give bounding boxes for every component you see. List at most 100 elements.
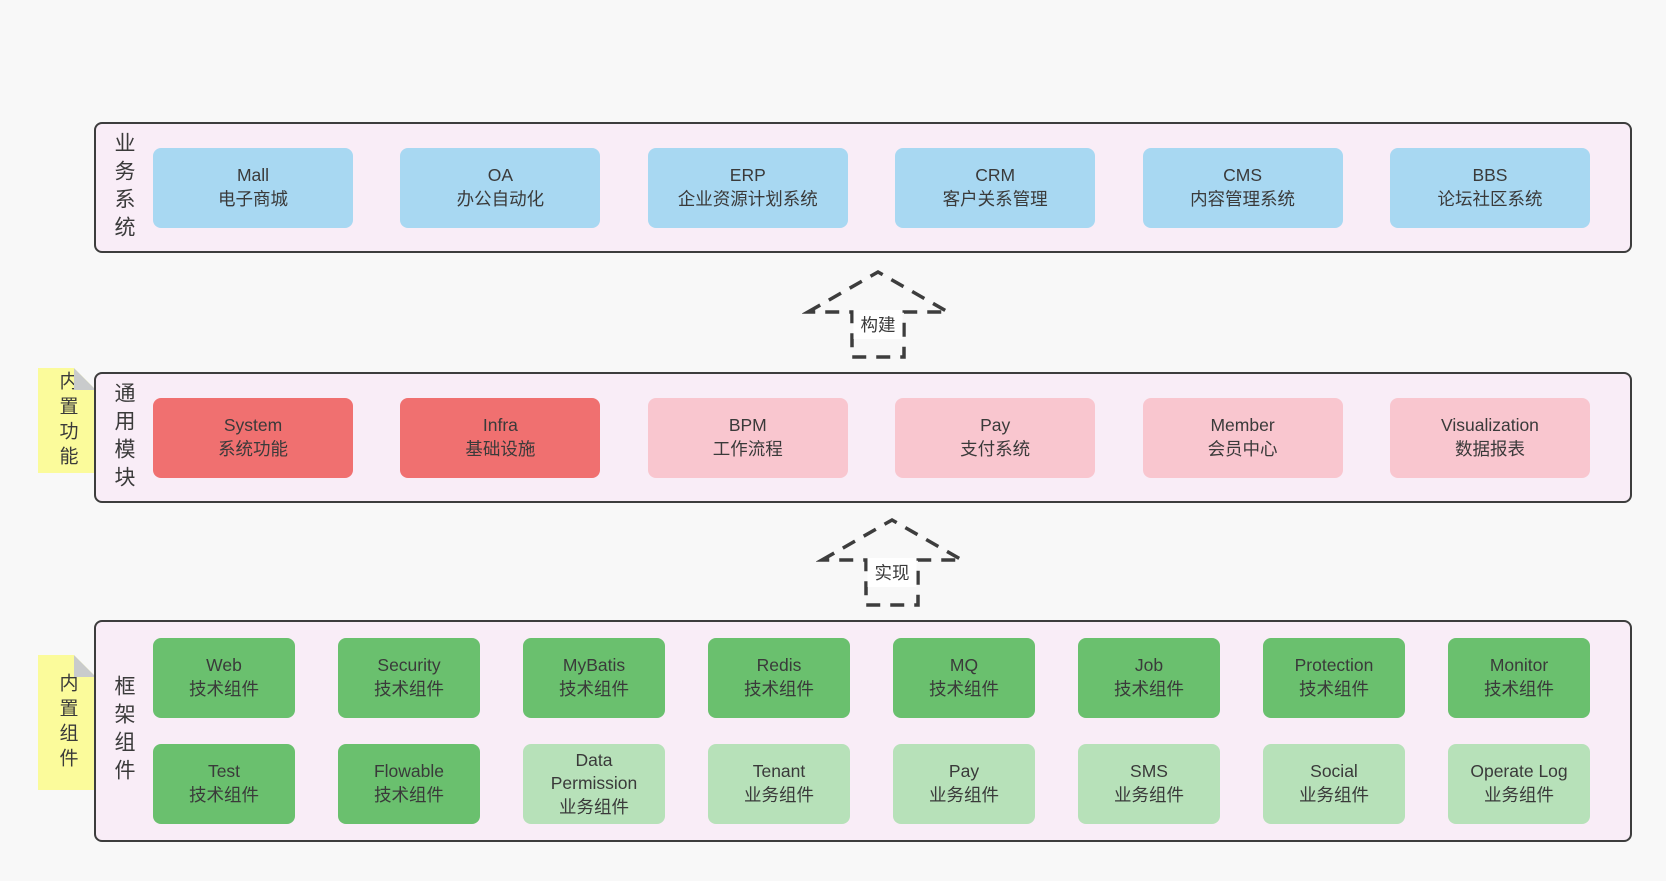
panel-business-systems: 业务系统 Mall 电子商城 OA 办公自动化 ERP 企业资源计划系统 CRM 客户关系管理… — [94, 122, 1632, 253]
box-subtitle: 技术组件 — [189, 785, 259, 805]
up-arrow-icon — [816, 517, 968, 607]
arrow-implement: 实现 — [816, 516, 968, 608]
box-title: Security — [377, 655, 441, 676]
component-box-mybatis: MyBatis 技术组件 — [523, 638, 665, 718]
component-box-sms: SMS 业务组件 — [1078, 744, 1220, 824]
component-box-bpm: BPM 工作流程 — [647, 397, 848, 478]
box-subtitle: 电子商城 — [218, 188, 288, 209]
box-title: Social — [1310, 761, 1358, 782]
box-title: Protection — [1294, 655, 1374, 676]
box-title: CRM — [975, 164, 1016, 185]
sticky-note-builtin-features: 内置功能 — [38, 368, 96, 473]
box-subtitle: 论坛社区系统 — [1437, 188, 1543, 209]
box-subtitle: 技术组件 — [189, 679, 259, 699]
panel-label: 框架组件 — [112, 675, 135, 787]
box-subtitle: 技术组件 — [929, 679, 999, 699]
box-title: Pay — [948, 761, 980, 782]
box-title: Flowable — [373, 761, 445, 782]
box-title: System — [223, 414, 283, 435]
component-box-monitor: Monitor 技术组件 — [1448, 638, 1590, 718]
box-subtitle: 技术组件 — [1484, 679, 1554, 699]
box-subtitle: 业务组件 — [559, 796, 629, 817]
box-title: Pay — [980, 414, 1011, 435]
box-title: SMS — [1130, 761, 1168, 782]
box-title: Monitor — [1489, 655, 1549, 676]
component-box-pay: Pay 业务组件 — [893, 744, 1035, 824]
component-box-member: Member 会员中心 — [1142, 397, 1343, 478]
component-box-pay: Pay 支付系统 — [895, 397, 1096, 478]
box-title: BPM — [728, 414, 767, 435]
box-title: MyBatis — [562, 655, 626, 676]
box-title: Mall — [236, 164, 270, 185]
box-title: Redis — [756, 655, 802, 676]
arrow-label: 构建 — [853, 310, 903, 339]
panel-content: Mall 电子商城 OA 办公自动化 ERP 企业资源计划系统 CRM 客户关系管理 CMS 内容… — [153, 124, 1590, 251]
component-box-cms: CMS 内容管理系统 — [1142, 147, 1343, 228]
box-subtitle: 客户关系管理 — [942, 188, 1048, 209]
box-subtitle: 工作流程 — [712, 438, 783, 459]
box-subtitle: 数据报表 — [1454, 438, 1525, 459]
component-box-security: Security 技术组件 — [338, 638, 480, 718]
arrow-build: 构建 — [802, 268, 954, 360]
box-title: BBS — [1472, 164, 1508, 185]
sticky-note-builtin-components: 内置组件 — [38, 655, 96, 790]
component-box-protection: Protection 技术组件 — [1263, 638, 1405, 718]
box-subtitle: 业务组件 — [1299, 785, 1369, 805]
component-box-redis: Redis 技术组件 — [708, 638, 850, 718]
up-arrow-icon — [802, 269, 954, 359]
box-subtitle: 技术组件 — [374, 785, 444, 805]
box-title: Infra — [482, 414, 518, 435]
component-box-social: Social 业务组件 — [1263, 744, 1405, 824]
box-subtitle: 技术组件 — [1299, 679, 1369, 699]
component-box-bbs: BBS 论坛社区系统 — [1389, 147, 1590, 228]
box-subtitle: 业务组件 — [1484, 785, 1554, 805]
component-box-mall: Mall 电子商城 — [153, 147, 353, 228]
panel-label: 业务系统 — [112, 131, 135, 244]
folded-corner-icon — [74, 368, 96, 390]
component-box-flowable: Flowable 技术组件 — [338, 744, 480, 824]
component-box-operate-log: Operate Log 业务组件 — [1448, 744, 1590, 824]
panel-label: 通用模块 — [112, 381, 135, 494]
box-title: ERP — [729, 164, 766, 185]
box-title: OA — [487, 164, 514, 185]
box-title: Visualization — [1440, 414, 1539, 435]
box-title: MQ — [949, 655, 979, 676]
arrow-label: 实现 — [867, 558, 917, 587]
note-label: 内置组件 — [56, 672, 78, 773]
box-title: Test — [207, 761, 241, 782]
box-subtitle: 技术组件 — [559, 679, 629, 699]
box-subtitle: 技术组件 — [744, 679, 814, 699]
component-box-oa: OA 办公自动化 — [400, 147, 601, 228]
box-subtitle: 内容管理系统 — [1190, 188, 1296, 209]
box-subtitle: 企业资源计划系统 — [677, 188, 818, 209]
folded-corner-icon — [74, 655, 96, 677]
box-title: Web — [206, 655, 242, 676]
box-title: Member — [1210, 414, 1275, 435]
component-box-crm: CRM 客户关系管理 — [895, 147, 1096, 228]
box-title: Tenant — [752, 761, 806, 782]
box-subtitle: 基础设施 — [465, 438, 536, 459]
box-title: Operate Log — [1470, 761, 1568, 782]
component-box-erp: ERP 企业资源计划系统 — [647, 147, 848, 228]
box-subtitle: 会员中心 — [1207, 438, 1278, 459]
component-box-visualization: Visualization 数据报表 — [1389, 397, 1590, 478]
box-subtitle: 技术组件 — [374, 679, 444, 699]
box-subtitle: 支付系统 — [960, 438, 1031, 459]
component-box-test: Test 技术组件 — [153, 744, 295, 824]
box-subtitle: 业务组件 — [929, 785, 999, 805]
component-box-infra: Infra 基础设施 — [400, 397, 601, 478]
box-title: CMS — [1223, 164, 1262, 185]
box-subtitle: 办公自动化 — [456, 188, 545, 209]
box-subtitle: 业务组件 — [1114, 785, 1184, 805]
